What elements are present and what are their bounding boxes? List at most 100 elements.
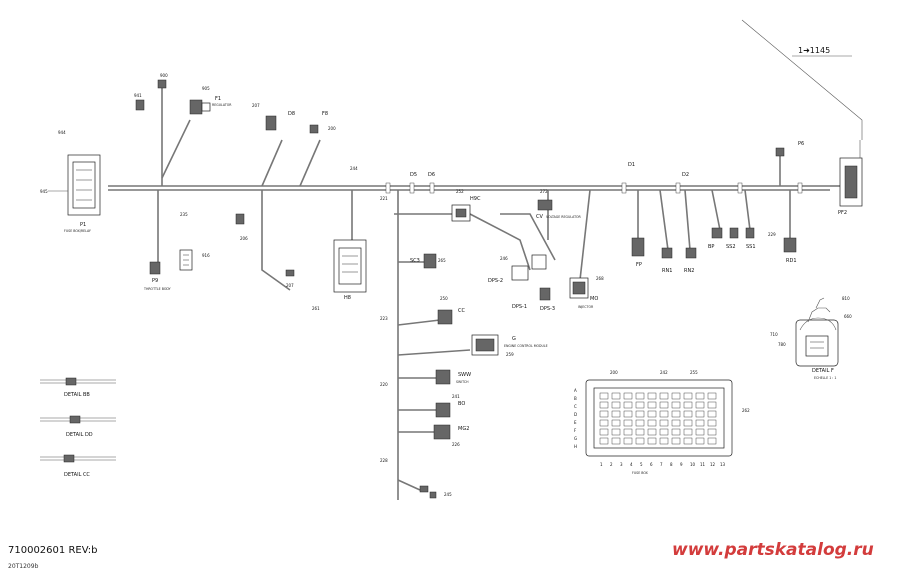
fuse-slot xyxy=(695,437,705,445)
connector-ss1: SS1 xyxy=(745,227,756,250)
fuse-slot xyxy=(599,437,609,445)
callout-c7: 207 xyxy=(252,103,260,108)
g-caption: ENGINE CONTROL MODULE xyxy=(504,344,548,348)
fuse-slot xyxy=(647,410,657,418)
fuse-caption: FUSE BOX xyxy=(632,471,649,475)
fuse-slot xyxy=(683,392,693,400)
fuse-slot xyxy=(707,419,717,427)
rd1-label: RD1 xyxy=(786,258,797,264)
connector-d8: D8 207 xyxy=(252,103,295,131)
connector-p1: P1 FUSE BOX/RELAY 944 945 xyxy=(40,130,101,233)
fuse-slot xyxy=(707,410,717,418)
connector-dps3: DPS-3 xyxy=(531,254,555,312)
callout-c14: 246 xyxy=(500,256,508,261)
fuse-column-number: 8 xyxy=(670,462,673,467)
d1-label: D1 xyxy=(628,162,635,168)
fuse-slot xyxy=(599,428,609,436)
callout-c4: 900 xyxy=(160,73,168,78)
connector-bp: BP xyxy=(708,227,723,250)
fuse-slot xyxy=(599,419,609,427)
fuse-column-number: 6 xyxy=(650,462,653,467)
fuse-slot xyxy=(671,410,681,418)
fuse-row-letter: F xyxy=(574,428,577,433)
fuse-slot xyxy=(647,437,657,445)
fuse-slot xyxy=(707,392,717,400)
fuse-row-letter: C xyxy=(574,404,577,409)
ss1-label: SS1 xyxy=(746,244,756,250)
rn1-label: RN1 xyxy=(662,268,672,274)
fuse-slot xyxy=(695,401,705,409)
detail-f-label: DETAIL F xyxy=(812,368,834,374)
fuse-slot xyxy=(671,428,681,436)
fuse-slot xyxy=(659,392,669,400)
connector-g: G ENGINE CONTROL MODULE 259 xyxy=(471,334,548,357)
connector-cc: CC 250 xyxy=(437,296,465,325)
connector-mg2: MG2 226 xyxy=(433,424,469,447)
connector-dps2: DPS-2 246 xyxy=(488,256,529,284)
fuse-slot xyxy=(635,401,645,409)
fuse-slot xyxy=(611,401,621,409)
fuse-column-number: 3 xyxy=(620,462,623,467)
fuse-slot xyxy=(707,428,717,436)
detail-cc-label: DETAIL CC xyxy=(64,472,90,478)
detail-cc: DETAIL CC xyxy=(40,454,116,478)
fuse-slot xyxy=(671,437,681,445)
mo-caption: INJECTOR xyxy=(578,305,594,309)
callout-c32: 780 xyxy=(778,342,786,347)
fuse-slot xyxy=(683,419,693,427)
fuse-slot xyxy=(695,428,705,436)
callout-c13: 265 xyxy=(438,258,446,263)
d5-label: D5 xyxy=(410,172,417,178)
callout-c30: 660 xyxy=(844,314,852,319)
fuse-slot xyxy=(659,437,669,445)
pf2-label: PF2 xyxy=(838,210,847,216)
fuse-slot xyxy=(695,392,705,400)
callout-c8: 200 xyxy=(328,126,336,131)
detail-bb: DETAIL BB xyxy=(40,377,116,398)
sensor-left: 206 207 xyxy=(235,213,295,288)
connector-cv: CV VOLTAGE REGULATOR 272 xyxy=(536,189,582,220)
fuse-slot xyxy=(695,419,705,427)
fuse-slot xyxy=(611,437,621,445)
connector-bo: BO 241 xyxy=(435,394,465,418)
fuse-column-number: 11 xyxy=(700,462,706,467)
connector-rn2: RN2 xyxy=(684,247,697,274)
d8-label: D8 xyxy=(288,111,295,117)
callout-c23: 221 xyxy=(380,196,388,201)
dps1-label: DPS-1 xyxy=(512,304,527,310)
connector-mo: MO INJECTOR 268 xyxy=(569,276,604,309)
sww-label: SWW xyxy=(458,372,471,378)
p1-caption: FUSE BOX/RELAY xyxy=(64,229,91,233)
page-ref-leader xyxy=(741,19,863,140)
callout-c3: 941 xyxy=(134,93,142,98)
callout-c33: 200 xyxy=(610,370,618,375)
connector-dps1: DPS-1 xyxy=(512,287,551,310)
callout-c36: 262 xyxy=(742,408,750,413)
fuse-slot xyxy=(623,392,633,400)
connector-rn1: RN1 xyxy=(661,247,672,274)
fuse-slot xyxy=(659,401,669,409)
f1-caption: REGULATOR xyxy=(212,103,232,107)
callout-c22: 244 xyxy=(350,166,358,171)
fuse-slot xyxy=(623,401,633,409)
fuse-slot xyxy=(611,392,621,400)
connector-pf2: PF2 xyxy=(838,140,863,216)
fuse-row-letter: D xyxy=(574,412,577,417)
p1-label: P1 xyxy=(80,222,86,228)
callout-c20: 226 xyxy=(452,442,460,447)
connector-rd1: RD1 229 xyxy=(768,232,797,264)
cc-label: CC xyxy=(458,308,465,314)
mo-label: MO xyxy=(590,296,598,302)
callout-c10: 207 xyxy=(286,283,294,288)
sww-caption: SWITCH xyxy=(456,380,469,384)
callout-c26: 228 xyxy=(380,458,388,463)
fuse-column-number: 2 xyxy=(610,462,613,467)
fuse-slot xyxy=(707,401,717,409)
callout-c12: 252 xyxy=(456,189,464,194)
callout-c31: 810 xyxy=(842,296,850,301)
connector-sww: SWW SWITCH xyxy=(435,369,471,385)
callout-c5: 916 xyxy=(202,253,210,258)
